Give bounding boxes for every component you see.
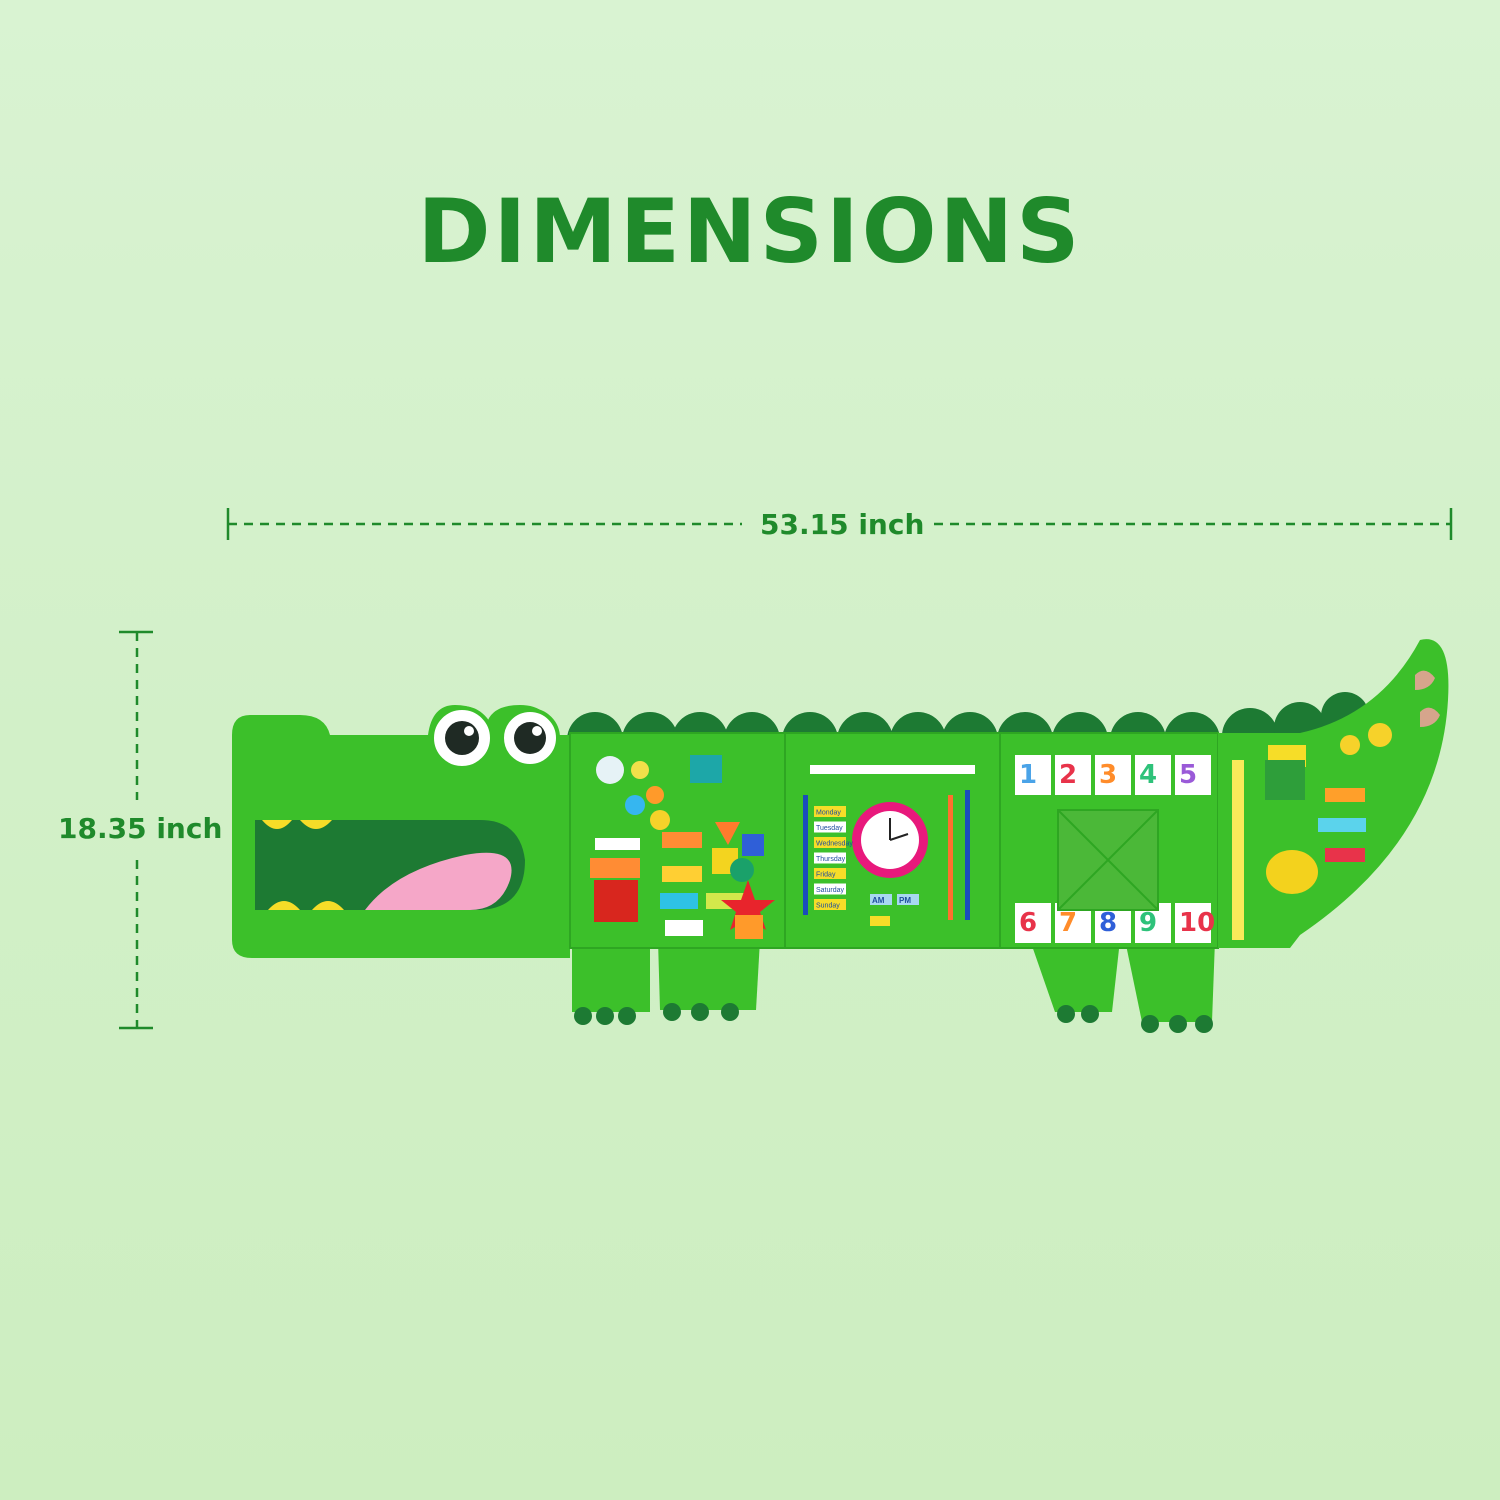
height-dimension-line xyxy=(119,630,153,1030)
panel-2-calendar-clock: AM PM xyxy=(803,765,975,926)
number-card xyxy=(1135,755,1171,795)
number-card xyxy=(1055,755,1091,795)
number-card-digit: 7 xyxy=(1059,908,1077,938)
panel-1-toys xyxy=(590,755,775,939)
pm-label: PM xyxy=(899,896,911,905)
feet xyxy=(574,1003,1213,1033)
number-card-digit: 9 xyxy=(1139,908,1157,938)
crocodile-board: AM PM MondayTuesdayWednesdayThursdayFrid… xyxy=(232,639,1449,1033)
number-card-digit: 8 xyxy=(1099,908,1117,938)
legs xyxy=(572,940,1215,1022)
number-card-digit: 5 xyxy=(1179,760,1197,790)
page-title: DIMENSIONS xyxy=(417,180,1083,283)
day-label-bg xyxy=(814,883,846,895)
number-card xyxy=(1175,755,1211,795)
number-card-digit: 2 xyxy=(1059,760,1077,790)
number-card xyxy=(1095,755,1131,795)
day-label: Saturday xyxy=(816,887,845,894)
day-label-bg xyxy=(814,837,846,848)
day-label-bg xyxy=(814,852,846,864)
day-label: Thursday xyxy=(816,856,846,863)
am-label: AM xyxy=(872,896,885,905)
day-label: Wednesday xyxy=(816,841,853,848)
day-label: Sunday xyxy=(816,903,840,910)
height-label: 18.35 inch xyxy=(58,812,223,845)
tail-toys xyxy=(1232,670,1440,940)
day-label-bg xyxy=(814,821,846,833)
number-card xyxy=(1015,903,1051,943)
day-label-bg xyxy=(814,868,846,879)
number-card xyxy=(1175,903,1211,943)
day-labels: MondayTuesdayWednesdayThursdayFridaySatu… xyxy=(814,806,853,910)
number-card xyxy=(1015,755,1051,795)
day-label: Friday xyxy=(816,872,836,879)
day-label: Monday xyxy=(816,810,841,817)
day-label: Tuesday xyxy=(816,825,843,832)
width-label: 53.15 inch xyxy=(760,508,925,541)
number-card-digit: 3 xyxy=(1099,760,1117,790)
number-card-digit: 4 xyxy=(1139,760,1157,790)
day-label-bg xyxy=(814,806,846,817)
teeth xyxy=(262,820,344,910)
eyes xyxy=(430,706,560,770)
number-card-digit: 6 xyxy=(1019,908,1037,938)
number-card-digit: 1 xyxy=(1019,760,1037,790)
width-dimension-line xyxy=(226,508,1453,540)
tongue xyxy=(365,852,512,910)
number-card-digit: 10 xyxy=(1179,908,1215,938)
day-label-bg xyxy=(814,899,846,910)
